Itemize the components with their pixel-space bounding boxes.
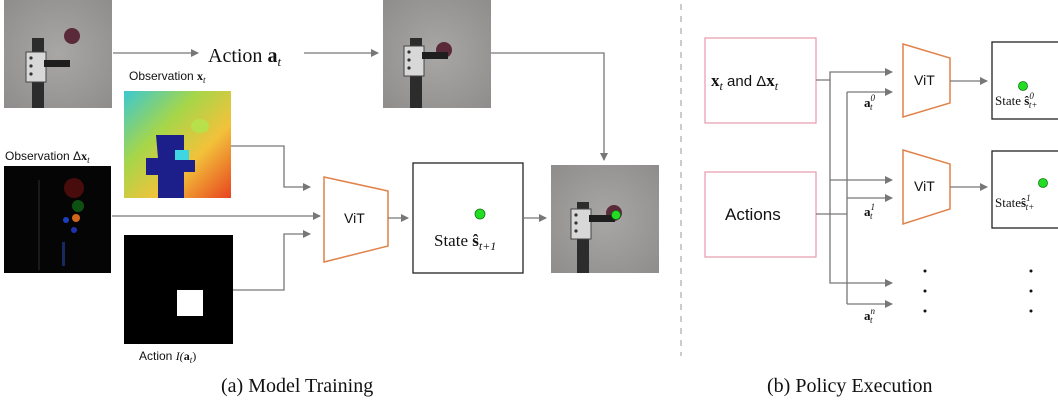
- caption-b: (b) Policy Execution: [767, 375, 933, 397]
- arrow-input-to-vit-n: [829, 180, 893, 287]
- state-dot-b1: [1038, 178, 1048, 188]
- photo-top-left: [4, 0, 112, 108]
- arrow-input-to-vit-1: [816, 68, 893, 81]
- actions-label: Actions: [725, 205, 781, 224]
- state-box-b1: [991, 150, 1058, 229]
- arrow-input-to-vit-2: [829, 80, 893, 184]
- caption-a: (a) Model Training: [221, 375, 373, 397]
- depth-image: [124, 91, 231, 198]
- state-box-a: [412, 162, 524, 274]
- photo-top-middle: [383, 0, 491, 108]
- ellipsis-state: [1029, 269, 1033, 313]
- obs-dx-label: Observation Δxt: [5, 149, 90, 165]
- vit-label-b2: ViT: [914, 178, 935, 194]
- vit-encoder-b2: [902, 148, 951, 226]
- vit-label-a: ViT: [344, 210, 365, 226]
- action-label: Action at: [208, 45, 281, 69]
- state-box-b0: [991, 41, 1058, 120]
- photo-result: [551, 165, 659, 273]
- ellipsis-vit: [923, 269, 927, 313]
- state-dot-a: [474, 208, 486, 220]
- input-label: xt and Δxt: [711, 71, 779, 93]
- arrow-mask-to-vit: [233, 230, 311, 291]
- state-label-a: State ŝt+1: [434, 231, 496, 253]
- arrow-depth-to-vit: [231, 145, 311, 191]
- state-dot-b0: [1018, 81, 1028, 91]
- vit-label-b1: ViT: [914, 72, 935, 88]
- actions-box: [704, 171, 817, 258]
- vit-encoder-a: [323, 176, 389, 263]
- input-box: [704, 37, 817, 124]
- action-mask-image: [124, 235, 233, 344]
- action-mask-label: Action I(at): [139, 349, 196, 365]
- obs-x-label: Observation xt: [129, 69, 206, 85]
- arrow-photo-to-result: [491, 52, 608, 161]
- vit-encoder-b1: [902, 42, 951, 119]
- delta-image: [4, 166, 111, 273]
